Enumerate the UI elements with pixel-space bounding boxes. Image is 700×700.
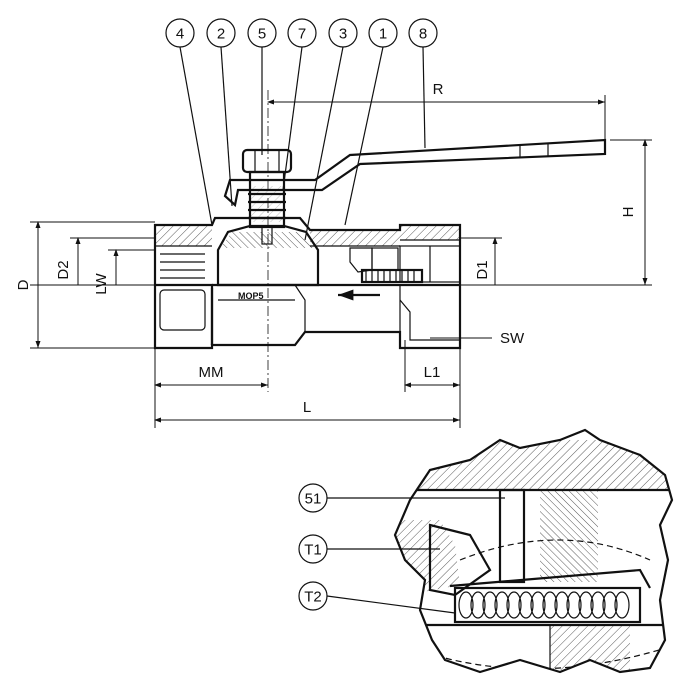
- callout-2: 2: [206, 18, 236, 207]
- dimension-l1: L1: [404, 340, 461, 428]
- detail-view: [393, 428, 674, 674]
- dimension-l-label: L: [303, 399, 311, 416]
- callout-t1-label: T1: [304, 542, 322, 559]
- callout-1-label: 1: [379, 26, 387, 43]
- dimension-h: H: [460, 139, 652, 286]
- callout-7-label: 7: [298, 26, 306, 43]
- dimension-lw: LW: [93, 249, 155, 295]
- dimension-d1-label: D1: [474, 260, 491, 279]
- callout-1: 1: [344, 18, 398, 226]
- callout-group: 4 2 5 7 3 1 8: [165, 18, 438, 241]
- callout-t1: T1: [298, 534, 440, 564]
- lever-handle: [223, 138, 607, 208]
- callout-5-label: 5: [258, 26, 266, 43]
- callout-8-label: 8: [419, 26, 427, 43]
- callout-8: 8: [408, 18, 438, 149]
- callout-3: 3: [304, 18, 358, 241]
- dimension-l1-label: L1: [424, 364, 441, 381]
- dimension-d1: D1: [460, 237, 502, 285]
- dimension-d2: D2: [55, 237, 155, 285]
- body-marking-mop5: MOP5: [238, 291, 264, 301]
- callout-7: 7: [282, 18, 317, 191]
- dimension-r: R: [267, 81, 606, 145]
- callout-51-label: 51: [305, 491, 322, 508]
- valve-body: MOP5: [153, 216, 462, 350]
- dimension-d2-label: D2: [55, 260, 72, 279]
- stem-nut: [241, 148, 293, 174]
- dimension-mm: MM: [154, 348, 268, 428]
- callout-4-label: 4: [176, 26, 184, 43]
- callout-5: 5: [247, 18, 277, 155]
- callout-t2: T2: [298, 581, 456, 614]
- callout-3-label: 3: [339, 26, 347, 43]
- callout-51: 51: [298, 483, 505, 513]
- dimension-lw-label: LW: [93, 272, 110, 294]
- dimension-mm-label: MM: [199, 364, 224, 381]
- callout-2-label: 2: [217, 26, 225, 43]
- callout-t2-label: T2: [304, 589, 322, 606]
- dimension-l: L: [154, 399, 460, 423]
- dimension-r-label: R: [433, 81, 444, 98]
- dimension-d-label: D: [15, 279, 32, 290]
- dimension-sw: SW: [430, 330, 525, 347]
- dimension-sw-label: SW: [500, 330, 525, 347]
- spring-coils: [458, 591, 630, 619]
- callout-4: 4: [165, 18, 213, 226]
- dimension-h-label: H: [620, 207, 637, 218]
